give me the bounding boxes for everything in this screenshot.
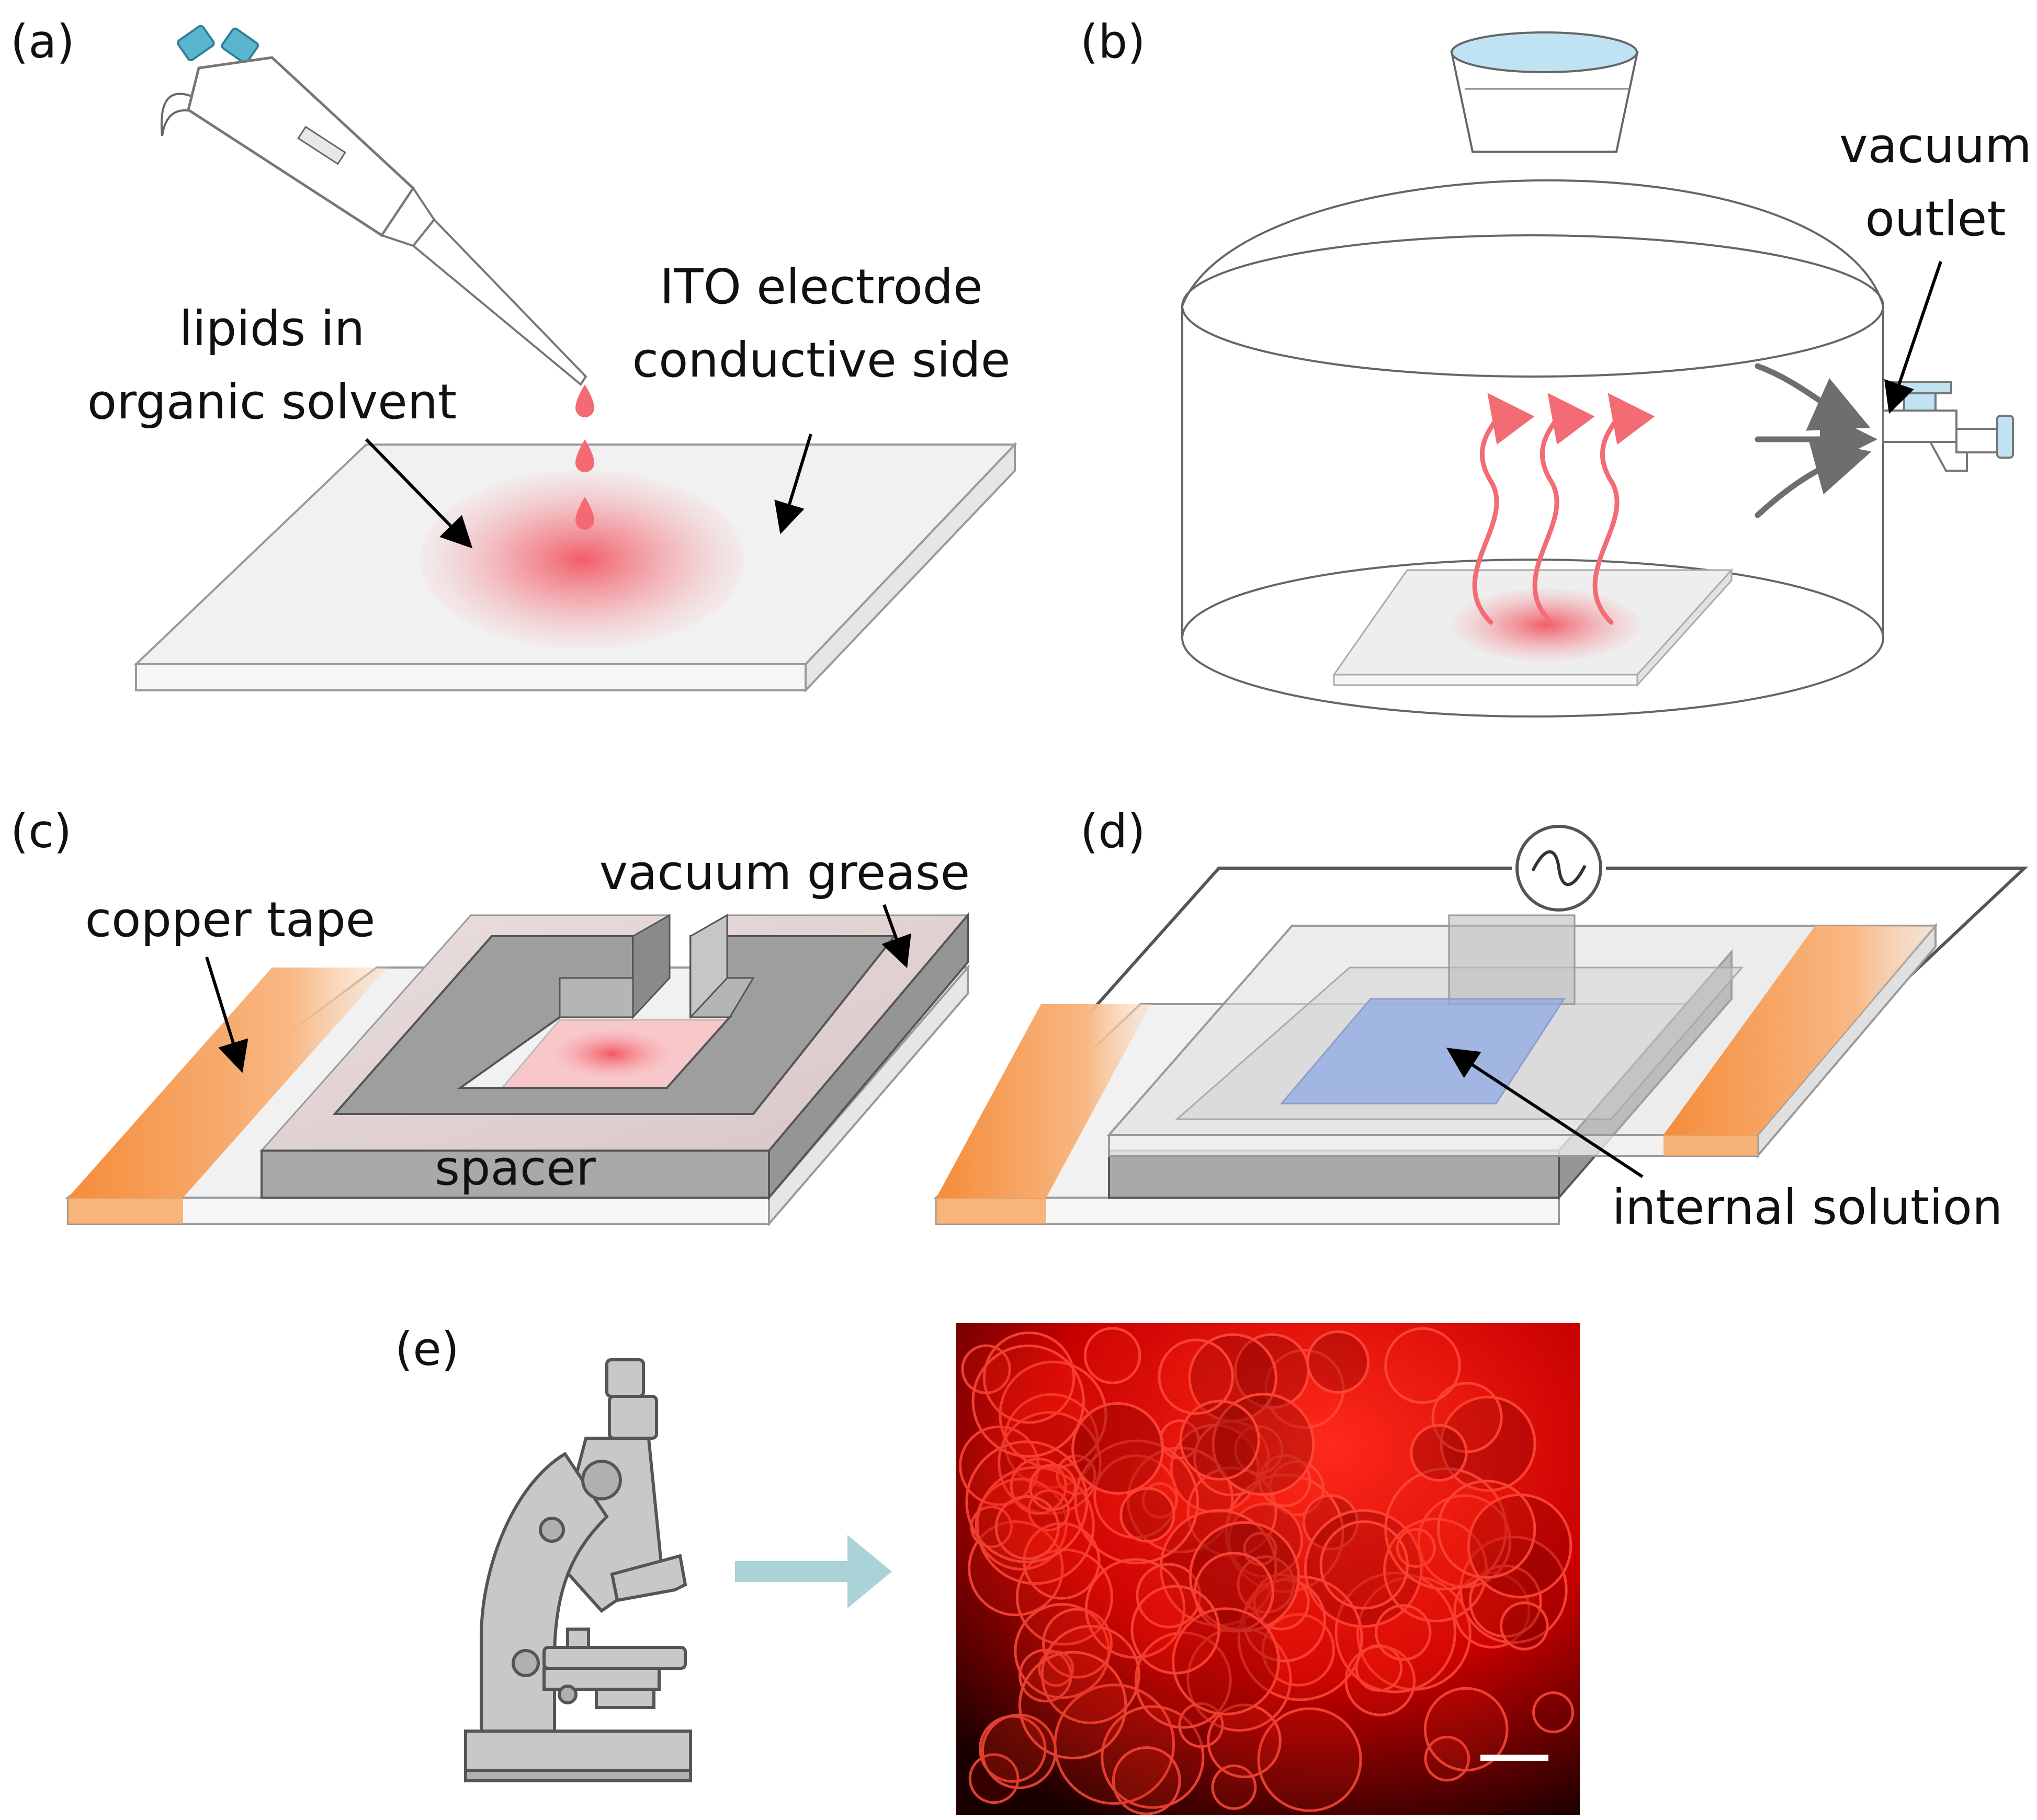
- panel-a-label: (a): [10, 15, 75, 69]
- vesicle: [1207, 1703, 1282, 1778]
- vesicle: [994, 1495, 1060, 1560]
- vesicle: [971, 1344, 1085, 1458]
- vesicle: [1040, 1624, 1140, 1724]
- vesicle: [1306, 1330, 1370, 1394]
- vesicle: [1257, 1707, 1362, 1812]
- vesicle: [1179, 1400, 1260, 1481]
- vesicle: [1130, 1585, 1220, 1675]
- vesicle: [1172, 1607, 1280, 1715]
- vesicle: [1319, 1520, 1409, 1610]
- vesicle: [1253, 1573, 1310, 1631]
- vesicle: [1468, 1564, 1542, 1638]
- evaporation-arrows: [1472, 393, 1655, 625]
- pipette-icon: [160, 25, 587, 386]
- panel-d: (d) internal solution: [933, 804, 2029, 1235]
- vesicle: [1532, 1691, 1574, 1734]
- panel-c-label: (c): [10, 804, 72, 858]
- vesicle: [1071, 1402, 1164, 1495]
- vesicle: [1010, 1458, 1067, 1515]
- microscope-icon: [464, 1358, 692, 1782]
- panel-b-label: (b): [1080, 15, 1146, 69]
- process-arrow: [735, 1535, 892, 1608]
- vacuum-desiccator: [1181, 179, 1884, 718]
- vesicle: [982, 1331, 1076, 1424]
- panel-d-label: (d): [1080, 804, 1146, 858]
- copper-tape-arrow: [205, 957, 248, 1073]
- vacuum-valve-icon: [1882, 381, 2014, 472]
- lipid-film: [500, 1019, 729, 1089]
- ito-label-line1: ITO electrode: [660, 259, 983, 315]
- copper-tape-label: copper tape: [85, 892, 376, 948]
- internal-solution-arrow: [1446, 1048, 1644, 1178]
- vesicle: [1261, 1613, 1336, 1687]
- vesicle: [1500, 1601, 1549, 1651]
- vesicle: [1101, 1705, 1205, 1809]
- vacuum-label-line1: vacuum: [1839, 118, 2032, 174]
- vesicle: [1158, 1338, 1234, 1415]
- scale-bar: [1480, 1755, 1548, 1761]
- lipid-drops: [575, 384, 594, 530]
- panel-b: (b): [1080, 15, 2032, 718]
- slide-in-chamber: [1332, 568, 1734, 687]
- vesicle: [1334, 1572, 1457, 1693]
- vacuum-grease-arrow: [881, 904, 911, 969]
- vesicle: [981, 1713, 1057, 1790]
- gv-fluorescence-image: [956, 1323, 1580, 1815]
- spacer-d: [1108, 1150, 1560, 1199]
- vacuum-arrow: [1884, 261, 1942, 414]
- vesicle: [1212, 1393, 1315, 1496]
- ac-source-icon: [1515, 825, 1602, 912]
- vesicle: [1410, 1424, 1468, 1482]
- vacuum-label-line2: outlet: [1865, 191, 2006, 247]
- vesicle: [1119, 1487, 1175, 1543]
- vesicle: [1136, 1563, 1202, 1629]
- ito-arrow: [774, 434, 812, 534]
- vesicle: [1242, 1578, 1327, 1663]
- vesicle: [1375, 1604, 1432, 1661]
- lipids-label-line2: organic solvent: [87, 374, 457, 430]
- internal-solution-label: internal solution: [1612, 1179, 2003, 1235]
- vesicle: [1384, 1467, 1508, 1590]
- vesicle: [1018, 1651, 1127, 1760]
- lipids-arrow: [365, 438, 473, 549]
- lipid-spot: [420, 471, 744, 649]
- vesicle: [1453, 1571, 1531, 1649]
- panel-a: (a) lipids in organic solvent ITO ele: [10, 15, 1017, 693]
- fill-channel: [1448, 914, 1576, 1005]
- panel-c: (c): [10, 804, 970, 1227]
- vesicle: [1225, 1473, 1344, 1593]
- vesicle: [1083, 1327, 1141, 1384]
- ito-label-line2: conductive side: [632, 332, 1011, 388]
- vesicle: [1437, 1480, 1536, 1579]
- vesicle: [1384, 1327, 1461, 1404]
- spacer: [259, 912, 970, 1201]
- lipids-label-line1: lipids in: [179, 301, 365, 357]
- copper-tape: [68, 968, 387, 1224]
- vesicle: [1018, 1648, 1072, 1703]
- desiccator-stopper: [1450, 31, 1639, 153]
- vesicle: [1423, 1687, 1509, 1772]
- spacer-label: spacer: [435, 1140, 596, 1196]
- panel-e-label: (e): [395, 1322, 459, 1376]
- panel-e: (e): [395, 1322, 1580, 1815]
- vesicle: [1112, 1746, 1181, 1815]
- suction-arrows: [1755, 363, 1877, 518]
- vacuum-grease-label: vacuum grease: [599, 845, 970, 901]
